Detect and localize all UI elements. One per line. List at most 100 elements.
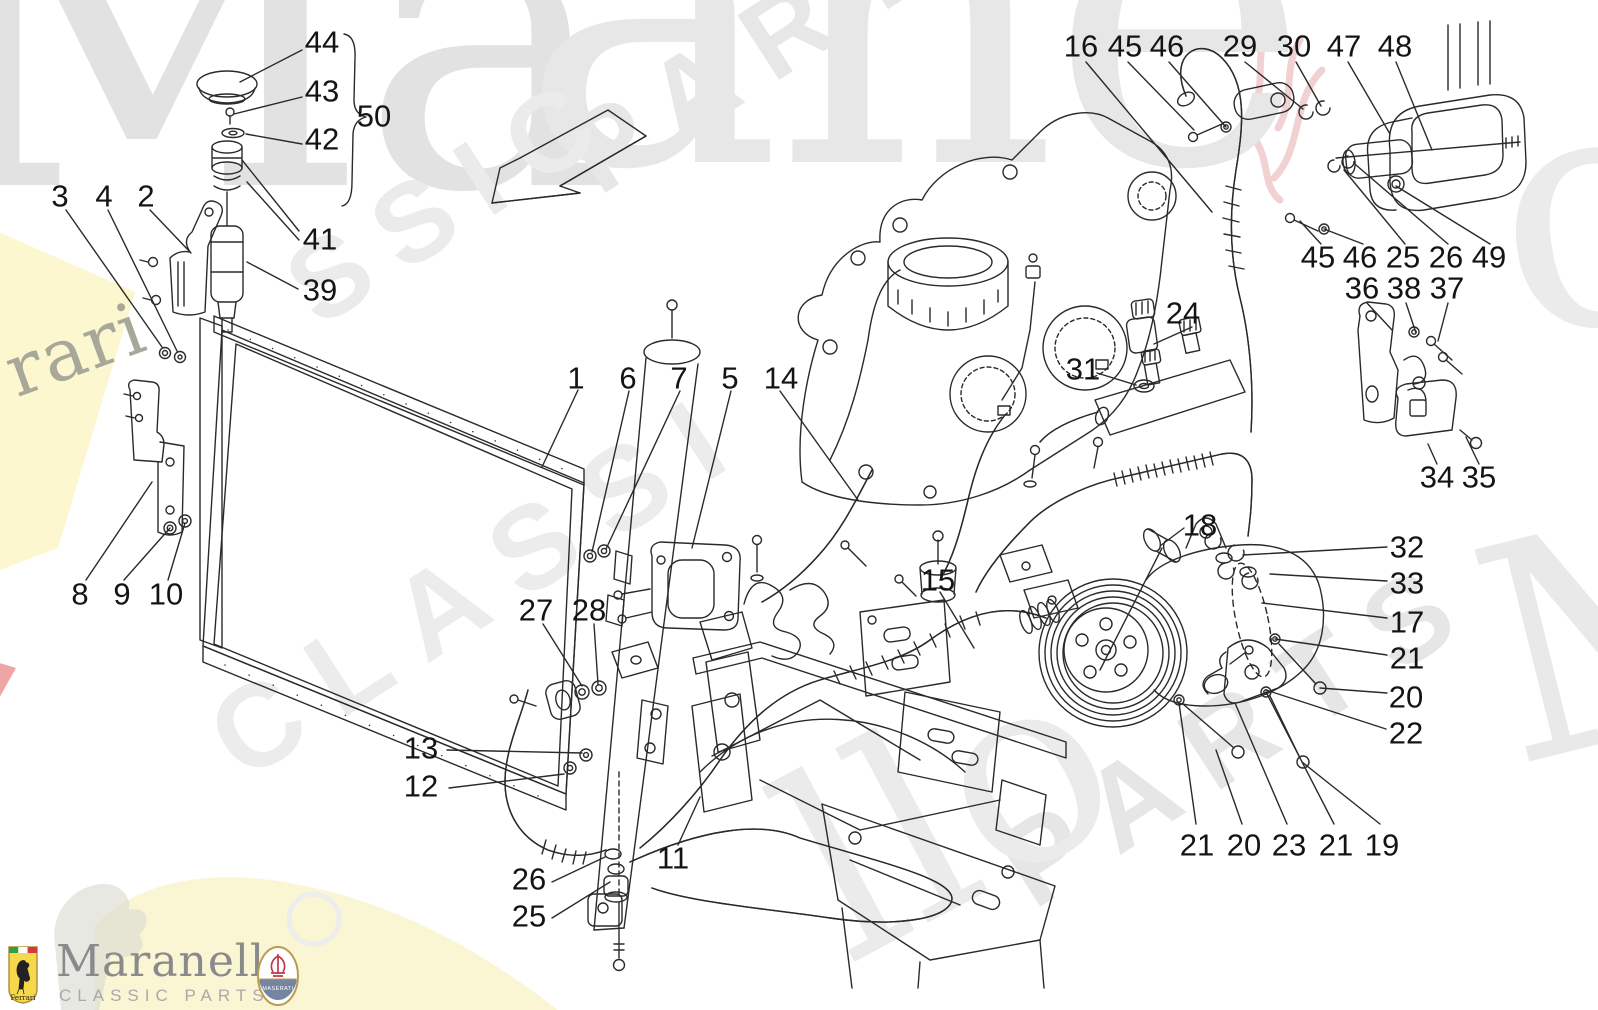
bracket-8-9-10 — [123, 379, 192, 536]
callout-23: 23 — [1272, 828, 1306, 863]
pipe-15 — [639, 598, 1060, 849]
callout-50: 50 — [357, 99, 391, 134]
leader-line — [1261, 602, 1388, 619]
callout-36: 36 — [1345, 271, 1379, 306]
leader-line — [1301, 761, 1381, 825]
leader-line — [239, 49, 303, 83]
callout-15: 15 — [921, 563, 955, 598]
leader-line — [446, 749, 583, 754]
leader-line — [541, 389, 579, 468]
callout-6: 6 — [619, 361, 636, 396]
callout-21a: 21 — [1390, 641, 1424, 676]
callout-48: 48 — [1378, 29, 1412, 64]
callout-33: 33 — [1390, 566, 1424, 601]
leader-line — [1168, 61, 1227, 128]
callout-45b: 45 — [1301, 240, 1335, 275]
ferrari-shield-watermark-left — [0, 232, 135, 570]
leader-line — [1343, 169, 1406, 245]
hose-16 — [1176, 47, 1331, 433]
circle-watermark — [286, 891, 342, 947]
callout-18: 18 — [1183, 508, 1217, 543]
leader-line — [605, 390, 681, 550]
leader-line — [167, 522, 186, 581]
ferrari-shield-label: Ferrari — [10, 994, 36, 1002]
callout-24: 24 — [1166, 296, 1200, 331]
leader-line — [246, 261, 299, 290]
leader-line — [591, 390, 630, 553]
leader-lines — [65, 49, 1491, 919]
manifold-pressure-switch — [1039, 298, 1246, 443]
brand-tagline: CLASSIC PARTS — [59, 986, 270, 1005]
callout-45: 45 — [1108, 29, 1142, 64]
leader-line — [551, 881, 611, 919]
compressor — [1038, 517, 1327, 769]
callout-26: 26 — [512, 862, 546, 897]
maserati-badge-label: MASERATI — [262, 986, 293, 992]
leader-line — [1265, 691, 1335, 825]
ferrari-shield-logo: Ferrari — [8, 946, 38, 1004]
callout-5: 5 — [721, 361, 738, 396]
leader-line — [245, 133, 303, 145]
leader-line — [1265, 689, 1387, 730]
leader-line — [1274, 638, 1388, 656]
leader-line — [691, 390, 732, 549]
leader-line — [107, 209, 178, 352]
leader-line — [1178, 702, 1197, 825]
leader-line — [1159, 527, 1185, 547]
leader-line — [1366, 302, 1393, 331]
callout-9: 9 — [113, 577, 130, 612]
leader-line — [939, 591, 975, 649]
callout-17: 17 — [1390, 605, 1424, 640]
callout-16: 16 — [1064, 29, 1098, 64]
leader-line — [1465, 436, 1480, 465]
horse-silhouette-watermark — [54, 883, 147, 1010]
callout-46b: 46 — [1343, 240, 1377, 275]
leader-line — [233, 96, 303, 115]
callout-32: 32 — [1390, 530, 1424, 565]
leader-line — [1299, 220, 1322, 245]
callout-42: 42 — [305, 122, 339, 157]
callout-28: 28 — [572, 593, 606, 628]
callout-38: 38 — [1387, 271, 1421, 306]
leader-line — [1405, 302, 1417, 334]
callout-19: 19 — [1365, 828, 1399, 863]
leader-line — [1153, 326, 1193, 345]
leader-line — [241, 159, 300, 232]
callout-1: 1 — [567, 361, 584, 396]
leader-line — [1395, 185, 1491, 245]
maserati-badge: MASERATI — [257, 946, 299, 1006]
leader-line — [677, 796, 701, 846]
callout-35: 35 — [1462, 460, 1496, 495]
callout-31: 31 — [1066, 352, 1100, 387]
callout-29: 29 — [1223, 29, 1257, 64]
leader-line — [593, 623, 599, 685]
callout-34: 34 — [1420, 460, 1454, 495]
callout-12: 12 — [404, 769, 438, 804]
leader-line — [1295, 61, 1322, 107]
callout-30: 30 — [1277, 29, 1311, 64]
trident-icon — [270, 954, 286, 977]
leader-line — [1355, 164, 1449, 245]
callout-43: 43 — [305, 74, 339, 109]
leader-line — [551, 856, 606, 883]
leader-line — [1085, 61, 1213, 213]
leader-line — [1347, 61, 1391, 135]
mount-47-48-49 — [1284, 20, 1527, 235]
callout-7: 7 — [670, 361, 687, 396]
callout-13: 13 — [404, 731, 438, 766]
leader-line — [1242, 546, 1388, 556]
callout-37: 37 — [1430, 271, 1464, 306]
callout-27: 27 — [519, 593, 553, 628]
callout-14: 14 — [764, 361, 798, 396]
leader-line — [448, 773, 565, 789]
bracket-36-37-38 — [1357, 301, 1483, 450]
leader-line — [542, 623, 583, 687]
leader-line — [1323, 228, 1364, 245]
bracket-11 — [691, 540, 951, 813]
leader-line — [1244, 61, 1304, 110]
leader-line — [246, 181, 300, 241]
callout-46: 46 — [1150, 29, 1184, 64]
